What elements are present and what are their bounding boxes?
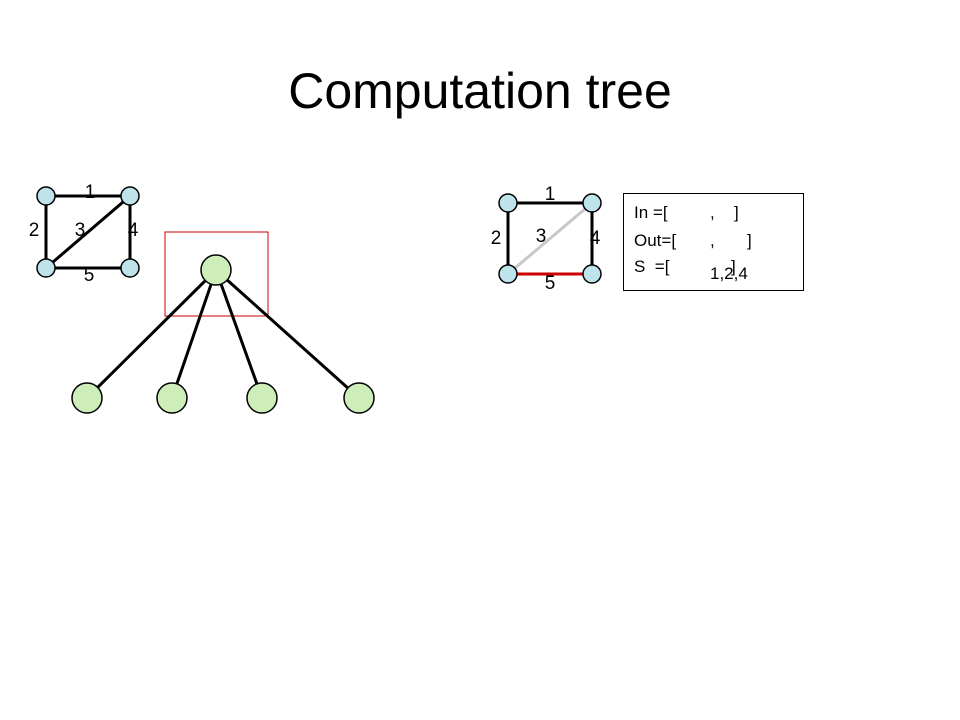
graph-left-label-3: 3 bbox=[75, 220, 86, 241]
graph-right-node-bottom-right bbox=[582, 264, 602, 284]
out-separator: , bbox=[710, 231, 715, 250]
graph-right-node-bottom-left bbox=[498, 264, 518, 284]
tree-root-node bbox=[200, 254, 232, 286]
graph-left-node-bottom-right bbox=[120, 258, 140, 278]
graph-right-edge-diagonal bbox=[507, 201, 593, 276]
tree-child-node bbox=[71, 382, 103, 414]
graph-right-node-top-right bbox=[582, 193, 602, 213]
tree-child-node bbox=[246, 382, 278, 414]
graph-right-node-top-left bbox=[498, 193, 518, 213]
out-label: Out=[ bbox=[634, 231, 677, 250]
graph-left-label-4: 4 bbox=[128, 220, 139, 241]
tree-edge-2 bbox=[170, 269, 218, 399]
tree-edge-4 bbox=[214, 268, 361, 400]
graph-left-node-top-right bbox=[120, 186, 140, 206]
state-panel: In =[ , ] Out=[ , ] S =[ ] 1,2,4 bbox=[623, 193, 804, 291]
in-separator: , bbox=[710, 203, 715, 222]
s-close-bracket: ] bbox=[731, 257, 736, 276]
graph-left-node-top-left bbox=[36, 186, 56, 206]
graph-left-edge-diagonal bbox=[45, 194, 131, 270]
graph-left-label-5: 5 bbox=[84, 265, 95, 286]
graph-right-label-4: 4 bbox=[590, 228, 601, 249]
computation-tree bbox=[71, 231, 375, 414]
highlight-box bbox=[164, 231, 269, 317]
graph-left: 1 2 3 4 5 bbox=[29, 182, 140, 286]
out-close-bracket: ] bbox=[747, 231, 752, 250]
tree-edge-1 bbox=[85, 268, 218, 400]
graph-left-label-2: 2 bbox=[29, 220, 40, 241]
s-value: 1,2,4 bbox=[710, 264, 748, 283]
in-close-bracket: ] bbox=[734, 203, 739, 222]
tree-child-node bbox=[343, 382, 375, 414]
graph-right-label-2: 2 bbox=[491, 228, 502, 249]
page-title: Computation tree bbox=[288, 63, 672, 119]
graph-left-node-bottom-left bbox=[36, 258, 56, 278]
tree-child-node bbox=[156, 382, 188, 414]
in-label: In =[ bbox=[634, 203, 668, 222]
graph-right-label-3: 3 bbox=[536, 226, 547, 247]
graph-right-label-5: 5 bbox=[545, 273, 556, 294]
graph-right-label-1: 1 bbox=[545, 184, 556, 205]
tree-edge-3 bbox=[214, 269, 264, 399]
s-label: S =[ bbox=[634, 257, 670, 276]
graph-right: 1 2 3 4 5 bbox=[491, 184, 602, 294]
graph-left-label-1: 1 bbox=[85, 182, 96, 203]
